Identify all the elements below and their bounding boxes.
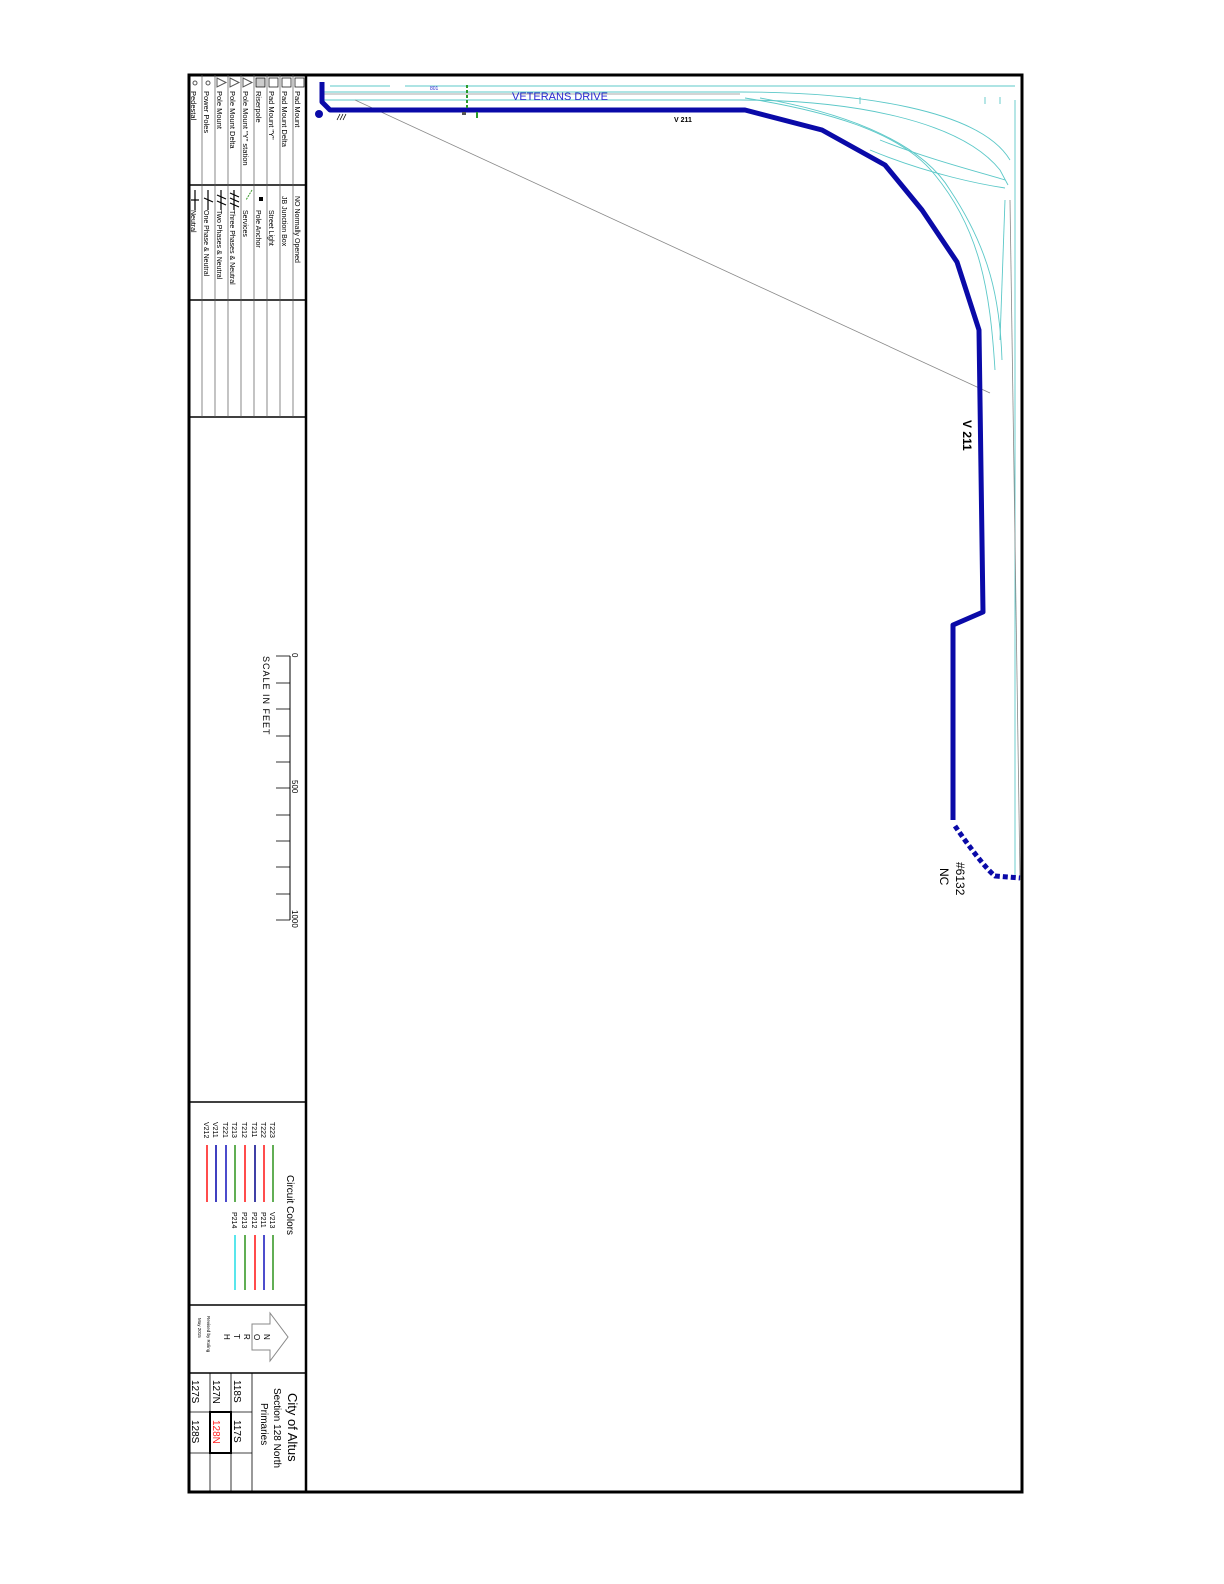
legend-riserpole: Riserpole: [254, 91, 263, 123]
sheet-border: [187, 73, 1024, 1494]
current-sheet-highlight: [209, 1411, 232, 1454]
legend-three-phases: Three Phases & Neutral: [228, 210, 235, 285]
pad-mount-delta-icon: [281, 77, 292, 88]
grid-cell[interactable]: 118S: [231, 1380, 242, 1403]
circuit-label: P214: [230, 1212, 237, 1228]
circuit-label-small: V 211: [674, 117, 692, 124]
legend-junction-box: JB Junction Box: [280, 196, 287, 247]
scale-tick-1000: 1000: [290, 910, 299, 928]
scale-tick-500: 500: [290, 780, 299, 794]
scale-bar: 0 500 1000 SCALE IN FEET: [261, 653, 299, 928]
north-letter: R: [242, 1334, 251, 1340]
north-letter: O: [252, 1334, 261, 1340]
legend-services: Services: [241, 210, 248, 237]
v211-circuit-dashed: [952, 824, 1021, 881]
circuit-label: T213: [230, 1122, 237, 1138]
legend-street-light: Street Light: [267, 210, 274, 246]
section-line: [354, 99, 991, 394]
north-letter: N: [262, 1334, 271, 1340]
switch-state-label: NC: [937, 868, 951, 886]
three-phase-marker-icon: [336, 113, 347, 121]
pole-anchor-icon: [462, 112, 466, 115]
pole-mount-icon: [216, 77, 228, 88]
grid-cell[interactable]: 128S: [189, 1420, 200, 1444]
north-letter: H: [222, 1334, 231, 1340]
pad-mount-icon: [294, 77, 305, 88]
circuit-label: T211: [250, 1122, 257, 1138]
pedestal-icon: [192, 80, 198, 86]
legend-two-phases: Two Phases & Neutral: [215, 210, 222, 280]
title-block: City of Altus Section 128 North Primarie…: [189, 1373, 300, 1492]
legend-normally-opened: NO Normally Opened: [293, 196, 300, 263]
legend-pad-mount-y: Pad Mount "Y": [267, 91, 276, 140]
grid-cell[interactable]: 127S: [189, 1380, 200, 1404]
circuit-label: V212: [202, 1122, 209, 1138]
grid-cell[interactable]: 117S: [231, 1420, 242, 1443]
scale-title: SCALE IN FEET: [261, 656, 271, 736]
circuit-label: T221: [221, 1122, 228, 1138]
circuit-label: T223: [268, 1122, 275, 1138]
circuit-label: T222: [259, 1122, 266, 1138]
legend-pole-mount: Pole Mount: [215, 91, 224, 130]
grid-cell[interactable]: 127N: [210, 1380, 221, 1404]
section-line-east: [1009, 199, 1021, 881]
north-arrow-icon: [251, 1311, 289, 1363]
scale-tick-0: 0: [290, 653, 299, 658]
circuit-label: P212: [250, 1212, 257, 1228]
north-letter: T: [232, 1334, 241, 1339]
pole-id-label: 801: [430, 86, 439, 92]
pole-mount-delta-icon: [229, 77, 241, 88]
circuit-colors-title: Circuit Colors: [284, 1175, 295, 1235]
legend-power-poles: Power Poles: [202, 91, 211, 133]
legend-pole-anchor: Pole Anchor: [254, 210, 261, 248]
legend-row-lines: [201, 75, 294, 417]
services-icon: [245, 189, 253, 201]
two-phase-icon: [216, 190, 227, 210]
legend-one-phase: One Phase & Neutral: [202, 210, 209, 277]
pole-mount-y-icon: [242, 77, 254, 88]
v211-circuit-line: [319, 82, 986, 820]
circuit-label-v211: V 211: [960, 420, 974, 451]
legend-pole-mount-delta: Pole Mount Delta: [228, 91, 237, 149]
power-pole-icon: [205, 80, 211, 86]
riserpole-icon: [255, 77, 266, 88]
circuit-label: V213: [268, 1212, 275, 1228]
three-phase-icon: [229, 190, 240, 210]
legend-lines: NO Normally Opened JB Junction Box Stree…: [189, 189, 300, 285]
legend-neutral: Neutral: [189, 210, 196, 233]
legend-pad-mount-delta: Pad Mount Delta: [280, 91, 289, 148]
circuit-label: T212: [240, 1122, 247, 1138]
legend-pad-mount: Pad Mount: [293, 91, 302, 128]
pole-icon: [315, 110, 323, 118]
revised-by: Revised by Roling: [206, 1316, 211, 1353]
legend-symbols: Pad Mount Pad Mount Delta Pad Mount "Y" …: [189, 77, 305, 166]
circuit-label: P213: [240, 1212, 247, 1228]
revised-date: May 2015: [197, 1318, 202, 1338]
switch-id-label: #6132: [953, 862, 967, 896]
map-area: VETERANS DRIVE 801 V 211 V 211 #6132 NC: [315, 82, 1021, 896]
circuit-label: P211: [259, 1212, 266, 1228]
pad-mount-y-icon: [268, 77, 279, 88]
sheet-type: Primaries: [258, 1403, 269, 1445]
grid-cell[interactable]: 128N: [210, 1420, 221, 1444]
sheet-subtitle: Section 128 North: [271, 1388, 282, 1468]
legend-section-dividers: [189, 184, 306, 1374]
road-edges: [320, 85, 1016, 880]
circuit-label: V211: [211, 1122, 218, 1138]
street-label-veterans-drive: VETERANS DRIVE: [512, 91, 608, 103]
legend-pole-mount-y-station: Pole Mount "Y" station: [241, 91, 250, 166]
pole-anchor-icon: [259, 197, 263, 201]
legend-pedestal: Pedestal: [189, 91, 198, 121]
sheet-title: City of Altus: [285, 1393, 300, 1462]
one-phase-icon: [203, 190, 214, 210]
neutral-icon: [191, 190, 199, 210]
circuit-colors: Circuit Colors T223T222T211T212T213T221V…: [202, 1122, 295, 1290]
